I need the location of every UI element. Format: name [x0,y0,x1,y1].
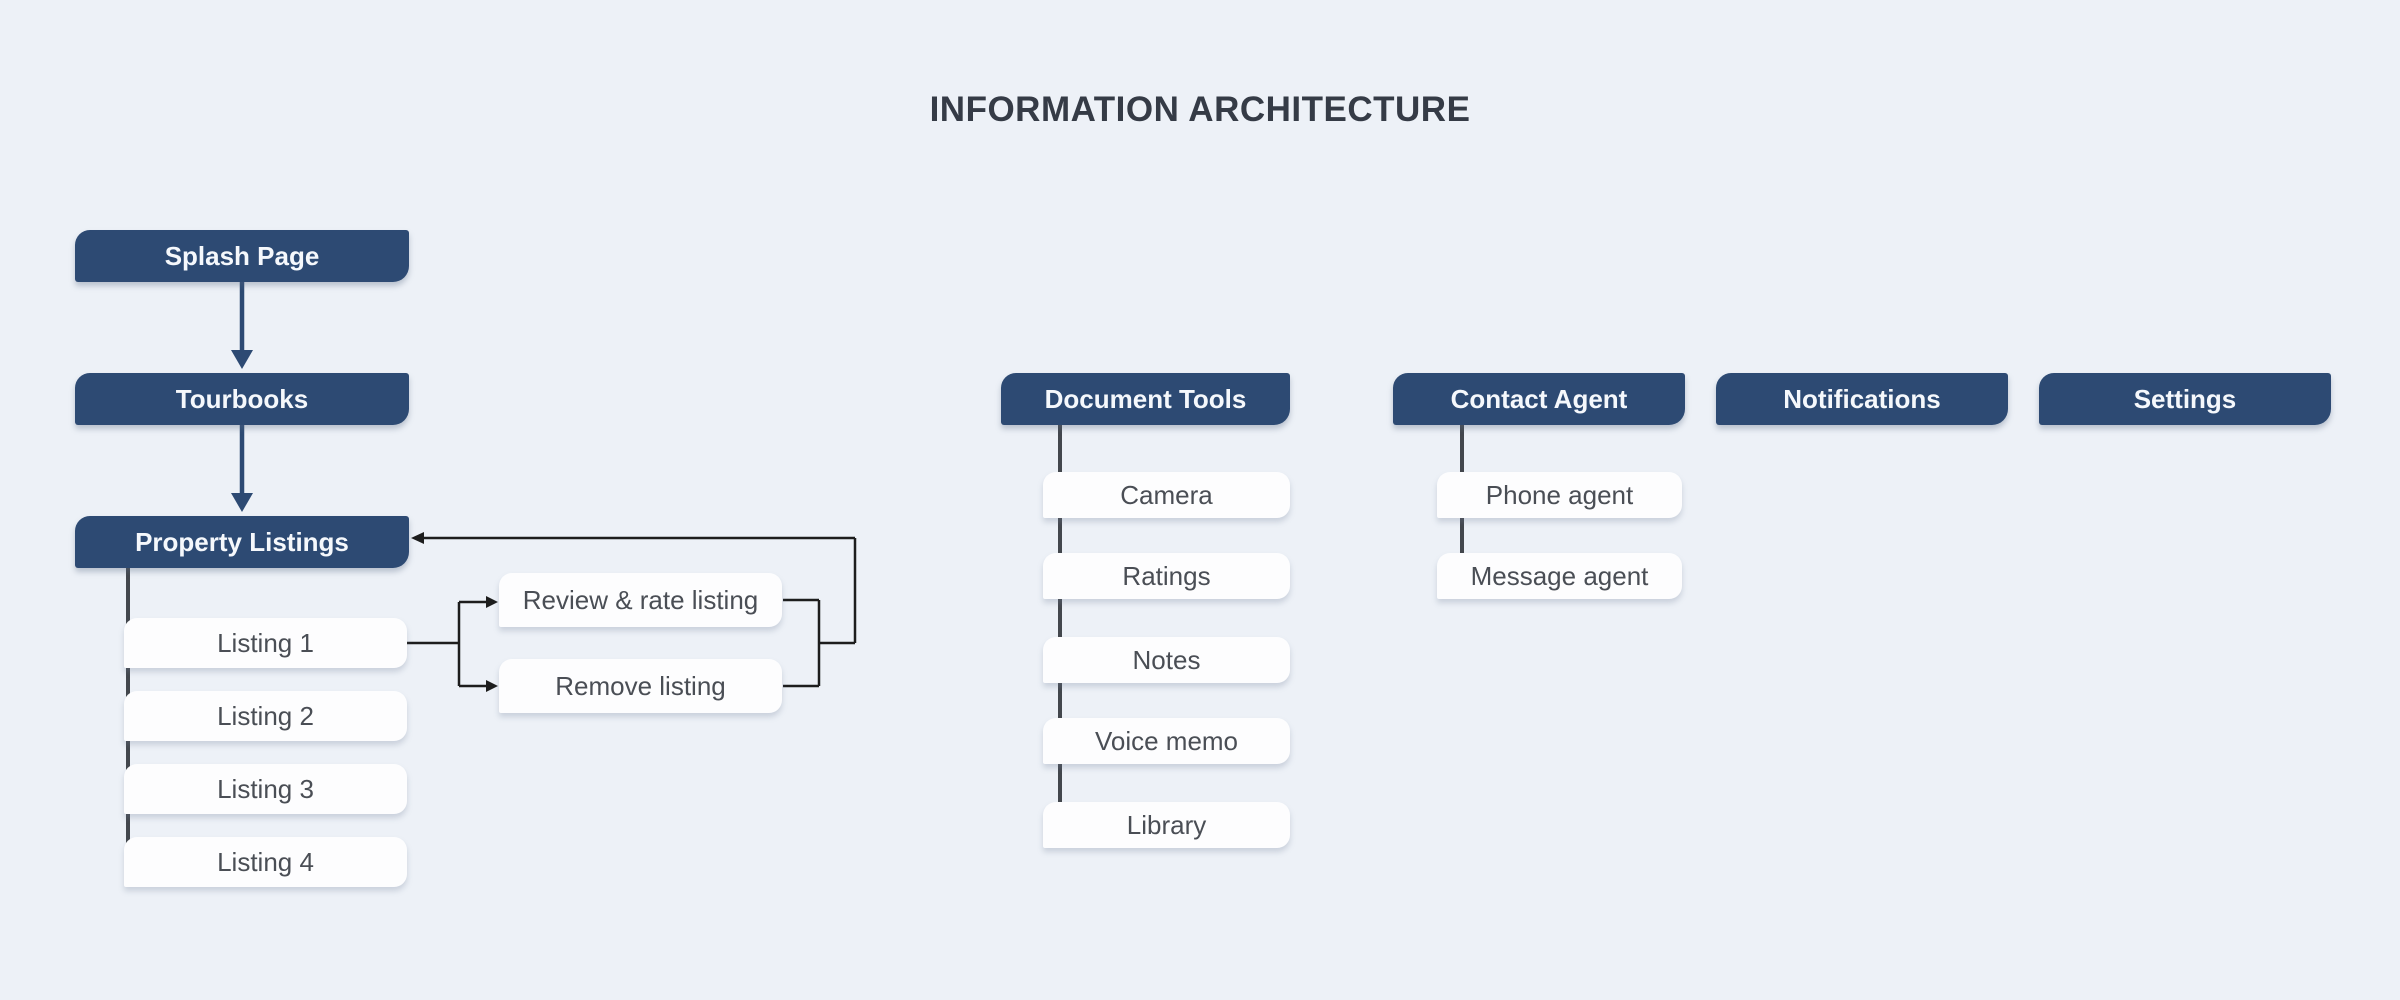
node-settings[interactable]: Settings [2039,373,2331,425]
node-message-agent[interactable]: Message agent [1437,553,1682,599]
arrow-tourbooks-to-property-listings [231,425,253,512]
node-remove-listing[interactable]: Remove listing [499,659,782,713]
node-listing-1[interactable]: Listing 1 [124,618,407,668]
node-phone-agent[interactable]: Phone agent [1437,472,1682,518]
node-listing-4[interactable]: Listing 4 [124,837,407,887]
connector-actions-to-property-listings [411,532,857,688]
node-voice-memo[interactable]: Voice memo [1043,718,1290,764]
node-property-listings[interactable]: Property Listings [75,516,409,568]
node-ratings[interactable]: Ratings [1043,553,1290,599]
connector-listing1-to-actions [407,596,498,692]
node-splash-page[interactable]: Splash Page [75,230,409,282]
node-review-rate-listing[interactable]: Review & rate listing [499,573,782,627]
node-camera[interactable]: Camera [1043,472,1290,518]
node-contact-agent[interactable]: Contact Agent [1393,373,1685,425]
node-notifications[interactable]: Notifications [1716,373,2008,425]
node-document-tools[interactable]: Document Tools [1001,373,1290,425]
node-notes[interactable]: Notes [1043,637,1290,683]
node-listing-2[interactable]: Listing 2 [124,691,407,741]
node-tourbooks[interactable]: Tourbooks [75,373,409,425]
node-listing-3[interactable]: Listing 3 [124,764,407,814]
node-library[interactable]: Library [1043,802,1290,848]
arrow-splash-to-tourbooks [231,282,253,369]
page-title: INFORMATION ARCHITECTURE [929,90,1471,129]
